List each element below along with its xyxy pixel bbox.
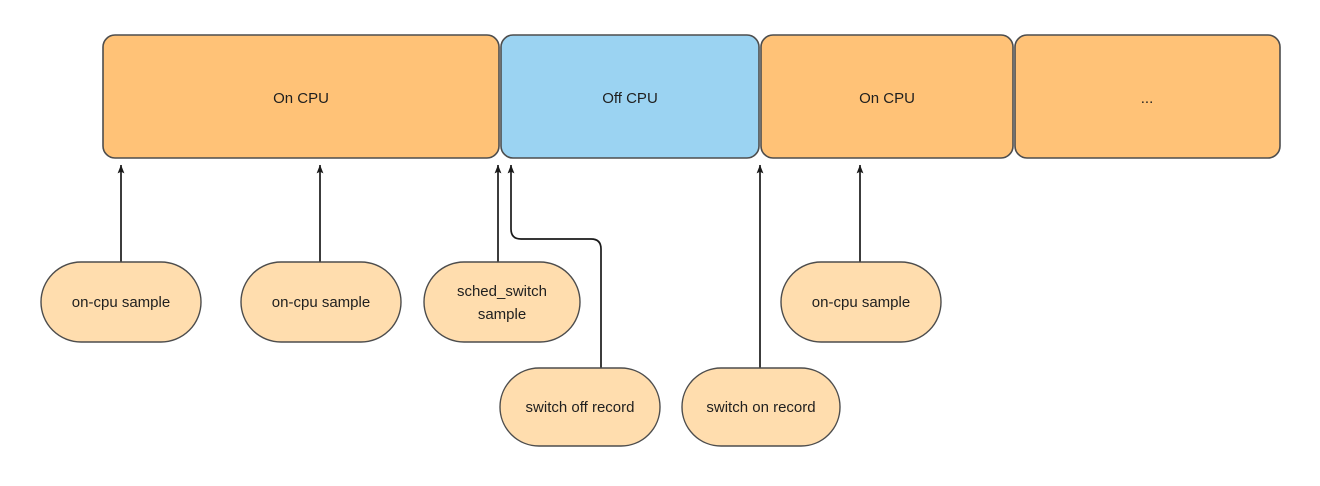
segment-label-off-cpu-1: Off CPU <box>602 90 658 107</box>
node-record-switch-on[interactable]: switch on record <box>681 367 841 447</box>
connector-record-switch-off <box>507 164 602 368</box>
segment-label-on-cpu-2: On CPU <box>859 90 915 107</box>
timeline-segment-ellipsis[interactable]: ... <box>1014 34 1281 159</box>
node-rect-sample-on-cpu-2[interactable] <box>240 261 402 343</box>
node-label-record-switch-on: switch on record <box>706 399 815 416</box>
segment-label-on-cpu-1: On CPU <box>273 90 329 107</box>
node-rect-sample-sched-switch[interactable] <box>423 261 581 343</box>
timeline-segment-on-cpu-1[interactable]: On CPU <box>102 34 500 159</box>
node-sample-sched-switch[interactable]: sched_switch sample <box>423 261 581 343</box>
node-label-sample-on-cpu-1: on-cpu sample <box>72 294 170 311</box>
segment-label-ellipsis: ... <box>1141 90 1154 107</box>
segment-rect-off-cpu-1[interactable] <box>500 34 760 159</box>
node-record-switch-off[interactable]: switch off record <box>499 367 661 447</box>
node-rect-record-switch-off[interactable] <box>499 367 661 447</box>
node-rect-sample-on-cpu-1[interactable] <box>40 261 202 343</box>
timeline-row: On CPU Off CPU On CPU ... <box>102 34 1281 159</box>
node-rect-record-switch-on[interactable] <box>681 367 841 447</box>
connector-layer <box>117 164 864 368</box>
node-label-record-switch-off: switch off record <box>526 399 635 416</box>
node-sample-on-cpu-3[interactable]: on-cpu sample <box>780 261 942 343</box>
node-label-sample-sched-switch-line2: sample <box>478 306 526 323</box>
node-label-sample-on-cpu-3: on-cpu sample <box>812 294 910 311</box>
node-sample-on-cpu-1[interactable]: on-cpu sample <box>40 261 202 343</box>
node-label-sample-sched-switch-line1: sched_switch <box>457 283 547 300</box>
node-sample-on-cpu-2[interactable]: on-cpu sample <box>240 261 402 343</box>
segment-rect-on-cpu-2[interactable] <box>760 34 1014 159</box>
timeline-segment-off-cpu-1[interactable]: Off CPU <box>500 34 760 159</box>
sample-nodes: on-cpu sample on-cpu sample sched_switch… <box>40 261 942 447</box>
timeline-segment-on-cpu-2[interactable]: On CPU <box>760 34 1014 159</box>
node-label-sample-on-cpu-2: on-cpu sample <box>272 294 370 311</box>
segment-rect-on-cpu-1[interactable] <box>102 34 500 159</box>
node-rect-sample-on-cpu-3[interactable] <box>780 261 942 343</box>
segment-rect-ellipsis[interactable] <box>1014 34 1281 159</box>
